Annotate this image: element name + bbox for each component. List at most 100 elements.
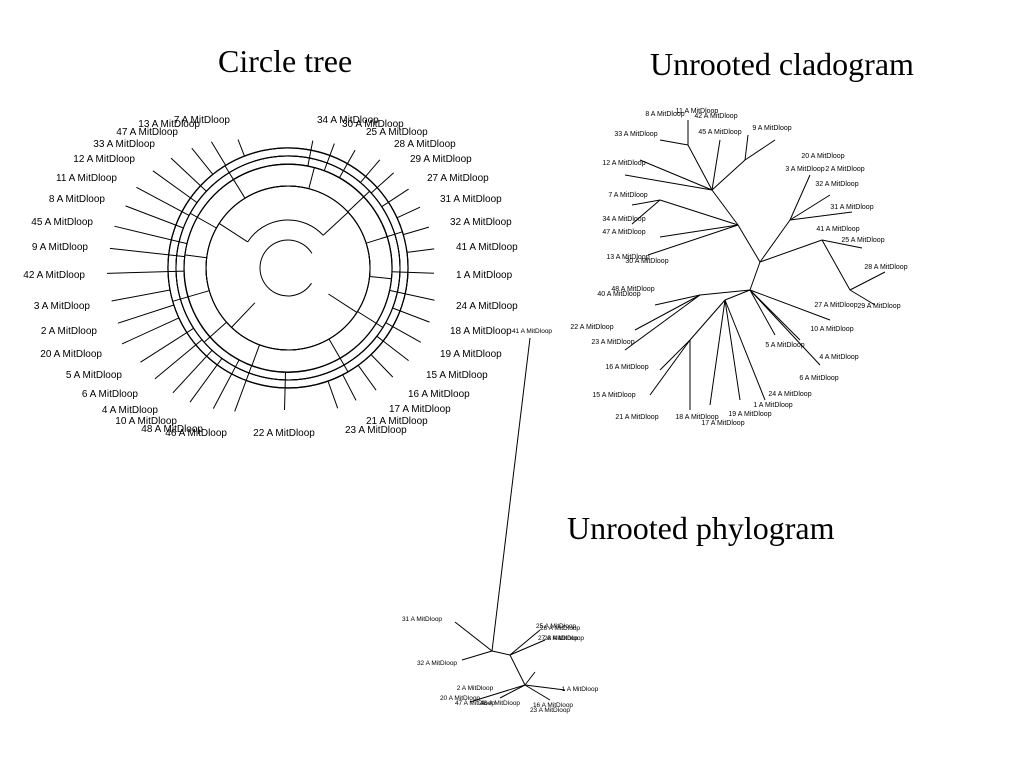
leaf-label: 9 A MitDloop [752,125,791,132]
branch-radial [117,304,175,324]
branch-radial [406,248,435,253]
leaf-label: 4 A MitDloop [102,405,159,416]
phylogram-branch [491,337,531,652]
cladogram-branch [659,224,739,238]
leaf-label: 1 A MitDloop [456,270,513,281]
branch-radial [125,205,184,229]
branch-radial [391,271,435,274]
phylogram-branch [461,650,493,661]
cladogram-branch [724,299,766,401]
branch-radial [210,141,227,166]
leaf-label: 24 A MitDloop [456,301,518,312]
leaf-label: 19 A MitDloop [440,349,502,360]
branch-radial [376,335,409,361]
branch-radial [111,289,171,302]
cladogram-branch [639,159,713,191]
leaf-label: 25 A MitDloop [536,623,576,630]
leaf-label: 11 A MitDloop [676,108,719,115]
leaf-label: 27 A MitDloop [538,635,578,642]
leaf-label: 8 A MitDloop [645,111,684,118]
branch-radial [172,290,210,302]
branch-arc [175,155,401,381]
leaf-label: 6 A MitDloop [799,375,838,382]
unrooted-phylogram-title: Unrooted phylogram [567,510,835,546]
leaf-label: 47 A MitDloop [602,229,645,236]
leaf-label: 28 A MitDloop [864,264,907,271]
leaf-label: 28 A MitDloop [544,635,584,642]
branch-radial [136,186,190,216]
phylogram-branch [469,684,526,703]
branch-arc [247,219,324,243]
branch-arc [183,163,393,373]
branch-arc [259,239,313,297]
branch-radial [114,225,188,245]
leaf-label: 4 A MitDloop [819,354,858,361]
cladogram-branch [759,239,823,263]
leaf-label: 31 A MitDloop [440,194,502,205]
branch-radial [370,354,394,378]
branch-arc [205,185,371,351]
circle-tree-title: Circle tree [218,43,353,79]
leaf-label: 21 A MitDloop [366,416,428,427]
branch-radial [189,358,223,403]
leaf-label: 3 A MitDloop [785,166,824,173]
branch-arc [167,147,409,389]
cladogram-branch [654,294,701,306]
leaf-label: 9 A MitDloop [32,242,89,253]
branch-radial [152,170,198,204]
branch-radial [322,211,349,236]
branch-radial [190,212,217,229]
leaf-label: 7 A MitDloop [608,192,647,199]
cladogram-branch [789,211,853,221]
leaf-label: 2 A MitDloop [41,326,98,337]
leaf-label: 22 A MitDloop [253,428,315,439]
leaf-label: 41 A MitDloop [456,242,518,253]
leaf-label: 32 A MitDloop [815,181,858,188]
leaf-label: 30 A MitDloop [342,119,404,130]
leaf-label: 19 A MitDloop [728,411,771,418]
leaf-label: 20 A MitDloop [801,153,844,160]
branch-radial [381,188,409,208]
cladogram-branch [699,289,751,296]
phylogram-branch [524,671,536,686]
cladogram-branch [789,194,831,221]
leaf-label: 20 A MitDloop [440,695,480,702]
branch-arc [205,185,371,351]
leaf-label: 11 A MitDloop [56,173,117,184]
cladogram-branches [624,120,886,410]
circle-tree-branches [106,139,435,412]
cladogram-branch [649,339,691,396]
leaf-label: 5 A MitDloop [66,370,123,381]
cladogram-branch [849,271,886,291]
leaf-label: 27 A MitDloop [814,302,857,309]
leaf-label: 15 A MitDloop [592,392,635,399]
branch-radial [191,147,214,175]
leaf-label: 17 A MitDloop [389,404,451,415]
cladogram-branch [711,189,739,226]
branch-radial [357,311,384,328]
branch-radial [342,374,357,401]
branch-radial [170,157,207,192]
branch-radial [308,167,315,189]
branch-arc [205,185,371,351]
leaf-label: 24 A MitDloop [768,391,811,398]
leaf-label: 31 A MitDloop [402,616,442,623]
leaf-label: 33 A MitDloop [614,131,657,138]
leaf-label: 47 A MitDloop [455,700,495,707]
branch-radial [212,359,240,409]
phylogram-branches [454,337,566,703]
leaf-label: 18 A MitDloop [450,326,512,337]
leaf-label: 48 A MitDloop [611,286,654,293]
leaf-label: 32 A MitDloop [417,660,457,667]
leaf-label: 41 A MitDloop [816,226,859,233]
branch-radial [385,322,422,343]
phylogram-branch [491,650,511,656]
branch-radial [224,165,246,199]
leaf-label: 8 A MitDloop [49,194,106,205]
cladogram-branch [709,299,726,406]
leaf-label: 48 A MitDloop [480,700,520,707]
cladogram-branch [749,289,821,366]
leaf-label: 23 A MitDloop [530,707,570,714]
branch-radial [370,172,395,194]
